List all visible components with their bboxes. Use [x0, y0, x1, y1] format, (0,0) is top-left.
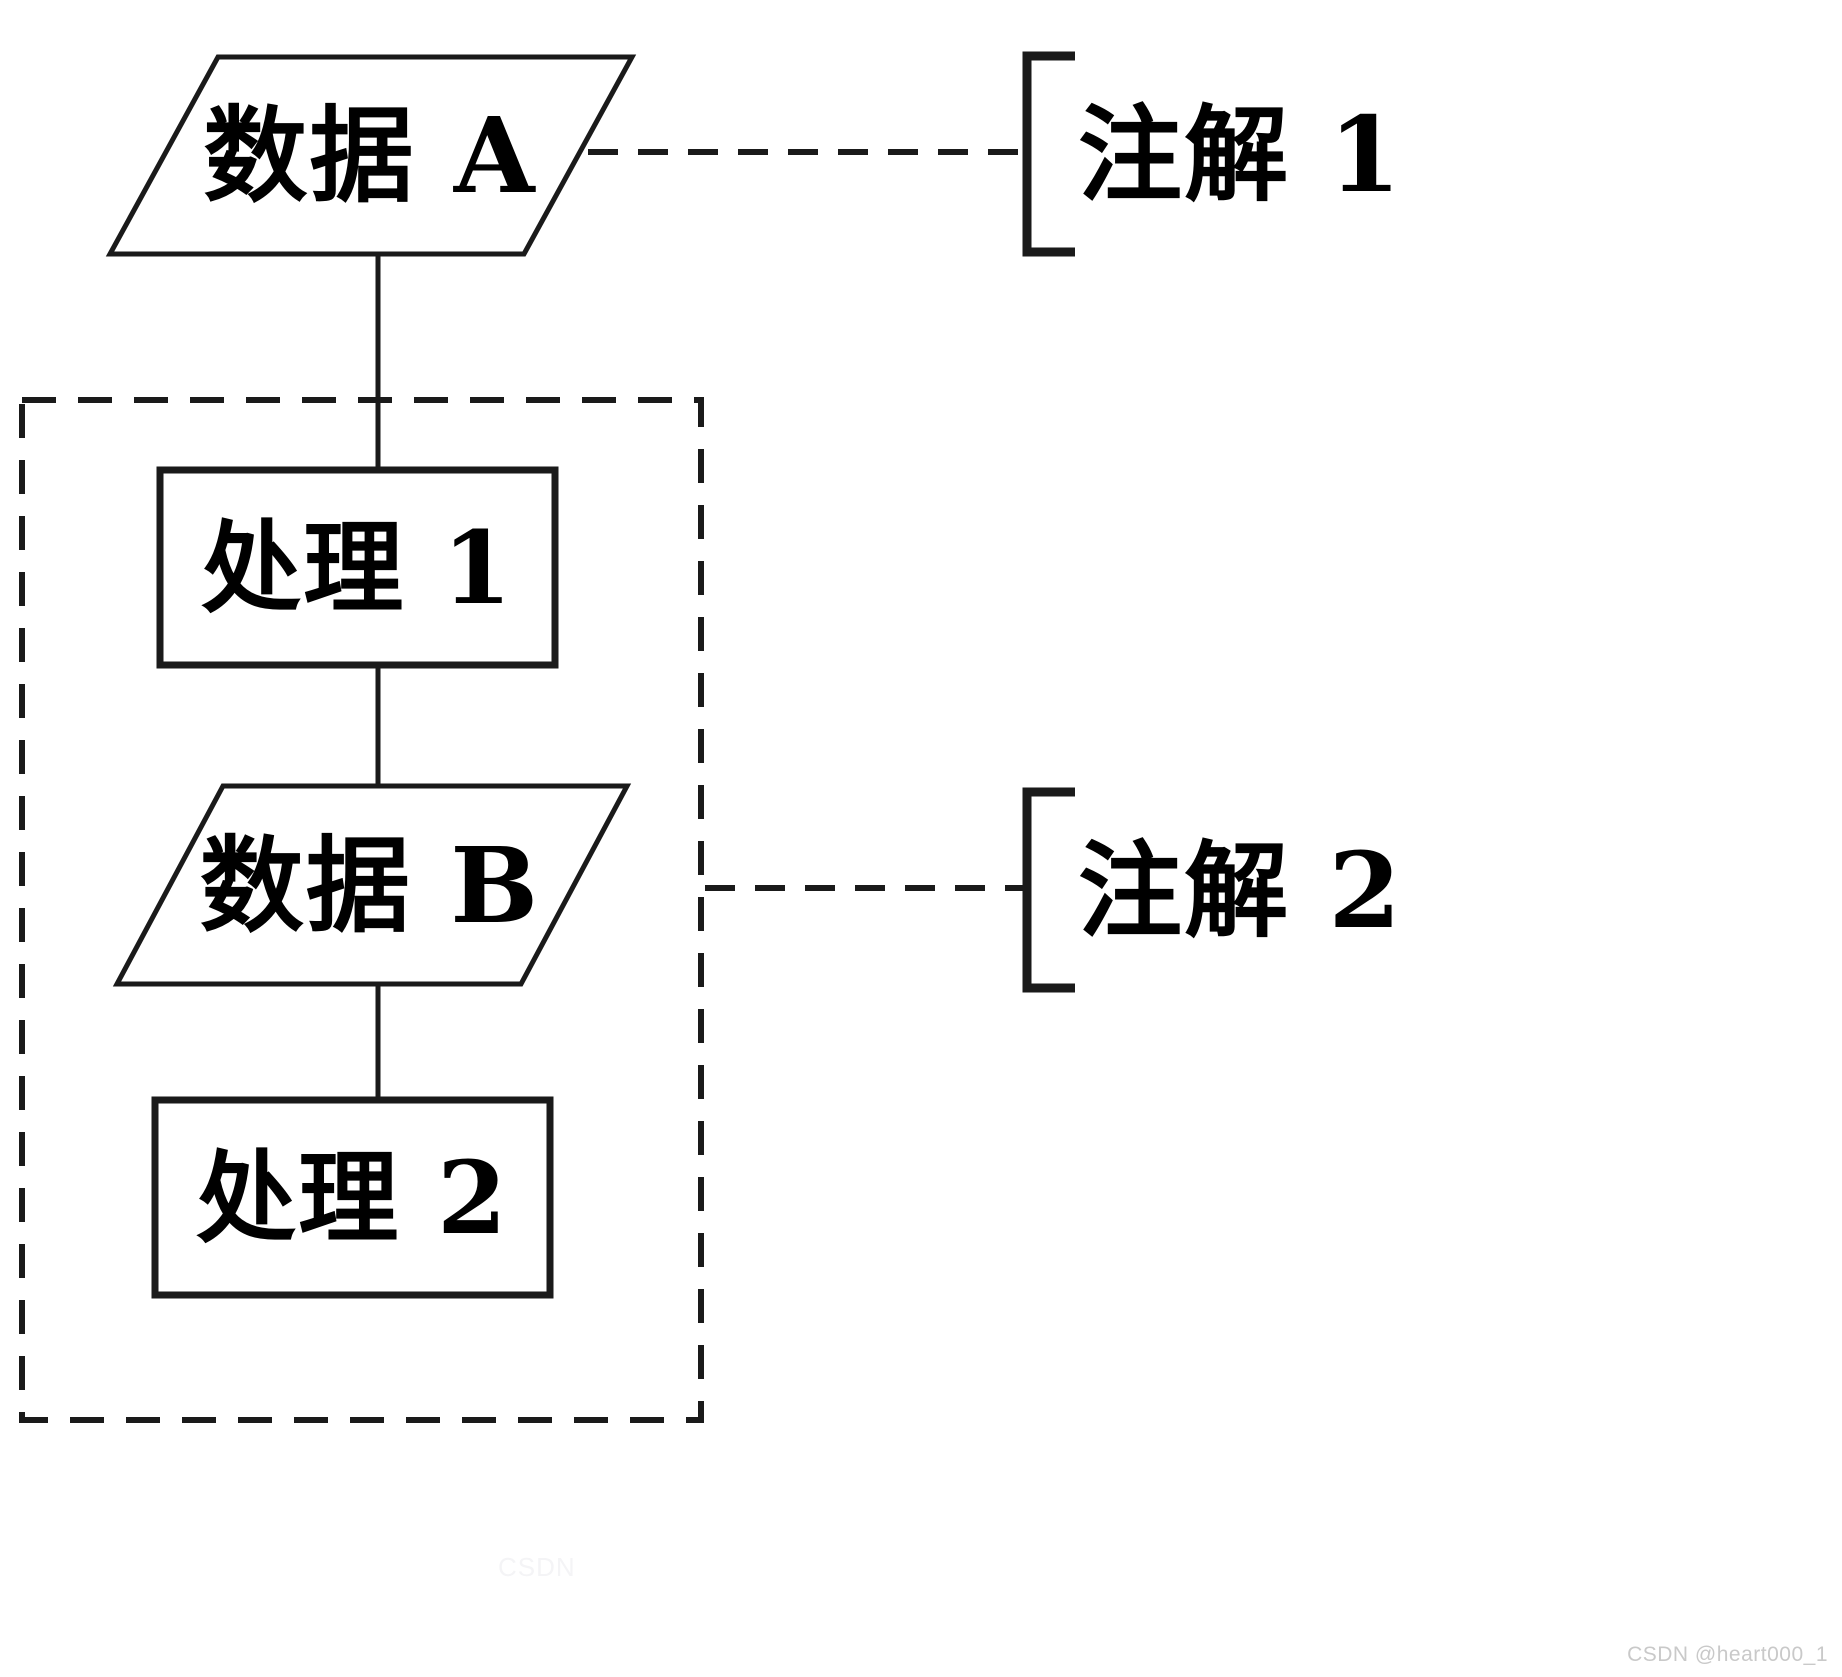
node-data-b-shape[interactable] [112, 783, 632, 987]
node-data-a-shape[interactable] [105, 54, 637, 257]
node-process-2-shape[interactable] [151, 1096, 554, 1299]
annotation-2-label: 注解 2 [1078, 829, 1403, 952]
bracket-annotation-1 [1022, 51, 1075, 257]
group-dashed-boundary [19, 397, 704, 1423]
annotation-1-label: 注解 1 [1078, 93, 1403, 216]
node-data-a-label: 数据 A [203, 94, 537, 217]
node-data-b-label: 数据 B [199, 824, 541, 947]
node-process-1-shape[interactable] [156, 466, 559, 669]
node-process-2-label: 处理 2 [196, 1139, 509, 1257]
csdn-watermark: CSDN @heart000_1 [1627, 1643, 1828, 1666]
faint-watermark: CSDN [498, 1552, 576, 1582]
bracket-annotation-2 [1022, 787, 1075, 993]
node-process-1-label: 处理 1 [201, 509, 514, 627]
